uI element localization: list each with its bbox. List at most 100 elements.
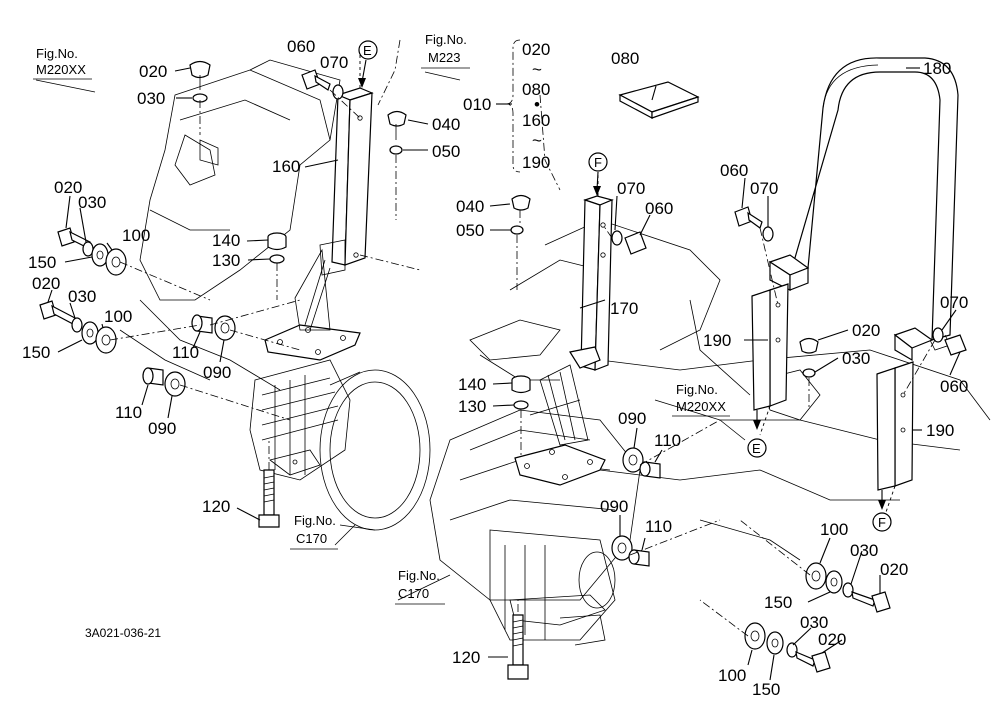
svg-text:Fig.No.: Fig.No.: [398, 568, 440, 583]
svg-text:C170: C170: [296, 531, 327, 546]
label-120: 120: [202, 497, 230, 516]
label-150: 150: [764, 593, 792, 612]
group-010: 010 020 ~ 080 • 160 ~ 190: [463, 40, 550, 172]
label-020: 020: [139, 62, 167, 81]
svg-text:C170: C170: [398, 586, 429, 601]
bolt-020-a: [189, 60, 211, 90]
bushing-110-b: [142, 367, 164, 386]
bushing-110-d: [628, 549, 650, 567]
svg-text:M223: M223: [428, 50, 461, 65]
post-190-right: [876, 361, 914, 491]
washer-050-b: [510, 225, 524, 235]
bolt-020-e: [851, 591, 891, 613]
label-130: 130: [458, 397, 486, 416]
collar-090-b: [164, 371, 186, 397]
bolt-060-b: [624, 231, 647, 255]
washer-050-a: [389, 145, 403, 155]
svg-text:Fig.No.: Fig.No.: [294, 513, 336, 528]
washer-070-a: [332, 84, 344, 100]
washer-070-d: [932, 327, 944, 343]
label-030: 030: [842, 349, 870, 368]
label-160: 160: [272, 157, 300, 176]
label-060: 060: [720, 161, 748, 180]
cap-140-b: [511, 375, 531, 394]
fig-ref-c170-right: Fig.No. C170: [395, 568, 445, 605]
label-130: 130: [212, 251, 240, 270]
collar-090-a: [214, 315, 236, 341]
washer-030-e: [842, 582, 854, 598]
washer-100-b: [105, 248, 127, 276]
label-020: 020: [818, 630, 846, 649]
manual-080: [618, 81, 700, 119]
marker-f-bottom: F: [872, 490, 892, 532]
label-090: 090: [600, 497, 628, 516]
pillar-170: [529, 195, 614, 446]
label-030: 030: [68, 287, 96, 306]
pin-020-d: [799, 337, 819, 354]
label-070: 070: [320, 53, 348, 72]
label-090: 090: [203, 363, 231, 382]
pin-040-b: [511, 194, 531, 211]
label-090: 090: [618, 409, 646, 428]
right-gear-housing: [429, 409, 641, 646]
svg-text:Fig.No.: Fig.No.: [676, 382, 718, 397]
label-020: 020: [880, 560, 908, 579]
bushing-110-a: [191, 314, 213, 334]
left-mount-plate: [264, 324, 361, 476]
washer-130-a: [269, 254, 285, 264]
svg-text:020: 020: [522, 40, 550, 59]
marker-f-top: F: [588, 152, 608, 196]
bolt-020-c: [39, 300, 76, 325]
label-110: 110: [645, 517, 672, 536]
label-150: 150: [22, 343, 50, 362]
pillar-160: [294, 87, 374, 331]
fig-ref-m223: Fig.No. M223: [421, 32, 470, 69]
label-030: 030: [78, 193, 106, 212]
right-mount-plate: [514, 444, 606, 486]
marker-e-top-text: E: [363, 43, 372, 58]
svg-text:Fig.No.: Fig.No.: [36, 46, 78, 61]
fig-ref-c170-left: Fig.No. C170: [290, 513, 338, 550]
bolt-060-c: [734, 206, 763, 229]
left-gear-housing: [249, 359, 431, 531]
label-020: 020: [32, 274, 60, 293]
label-100: 100: [718, 666, 746, 685]
pin-040-a: [387, 110, 407, 140]
fig-ref-m220-left: Fig.No. M220XX: [33, 46, 92, 80]
fig-ref-m220-right: Fig.No. M220XX: [672, 382, 730, 417]
post-190-left: [751, 283, 789, 411]
part-labels: 020 030 020 030 100 150 020 030 100 150 …: [22, 37, 968, 699]
svg-text:160: 160: [522, 111, 550, 130]
drawing-code: 3A021-036-21: [85, 626, 161, 640]
marker-e-bottom: E: [747, 410, 767, 458]
label-070: 070: [750, 179, 778, 198]
svg-text:190: 190: [522, 153, 550, 172]
label-190: 190: [926, 421, 954, 440]
label-040: 040: [432, 115, 460, 134]
washer-100-d: [805, 562, 827, 590]
assembly-lines: [109, 39, 936, 637]
label-120: 120: [452, 648, 480, 667]
washer-130-b: [513, 400, 529, 410]
bolt-060-d: [944, 334, 967, 356]
label-190: 190: [703, 331, 731, 350]
label-040: 040: [456, 197, 484, 216]
collar-090-d: [611, 535, 633, 561]
label-030: 030: [800, 613, 828, 632]
bushing-110-c: [639, 461, 661, 479]
svg-text:M220XX: M220XX: [36, 62, 86, 77]
washer-100-e: [744, 622, 766, 650]
label-150: 150: [752, 680, 780, 699]
marker-e-top: E: [358, 40, 378, 88]
bolt-020-f: [795, 651, 831, 673]
left-frame-bracket: [119, 59, 341, 391]
washer-070-b: [611, 230, 623, 246]
washer-030-f: [786, 642, 798, 658]
marker-e-bottom-text: E: [752, 441, 761, 456]
label-110: 110: [172, 343, 199, 362]
label-060: 060: [645, 199, 673, 218]
label-030: 030: [850, 541, 878, 560]
label-060: 060: [287, 37, 315, 56]
label-140: 140: [458, 375, 486, 394]
